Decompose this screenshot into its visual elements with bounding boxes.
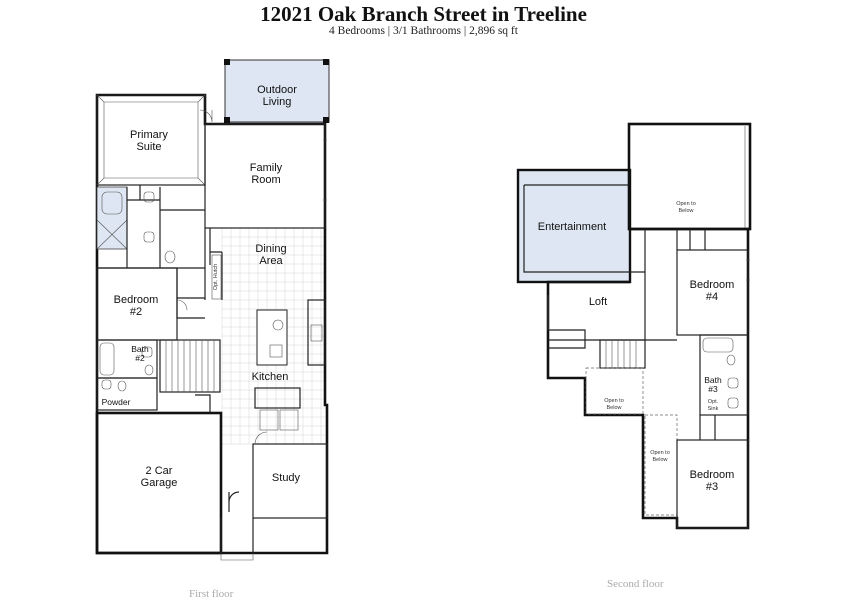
bath-3-label: Bath#3 <box>704 375 722 394</box>
primary-vanity-sink <box>143 191 155 203</box>
second-floor-caption: Second floor <box>607 578 664 590</box>
primary-vanity-sink <box>143 231 155 243</box>
open-to-below-stair-void[interactable] <box>585 367 644 415</box>
second-floor-stairs[interactable] <box>599 339 646 369</box>
bedroom-2-closet <box>176 268 205 319</box>
family-room-window <box>323 139 327 201</box>
first-floor-exterior-wall <box>95 93 329 555</box>
primary-bath-tile <box>96 186 128 250</box>
study-room[interactable] <box>252 443 328 519</box>
bedroom-2-label: Bedroom#2 <box>114 294 159 318</box>
bedroom-4-label: Bedroom#4 <box>690 279 735 303</box>
garage-room[interactable] <box>95 411 223 555</box>
powder-room[interactable] <box>96 377 158 411</box>
primary-suite-tray-ceiling <box>96 94 206 186</box>
bath-3-toilet <box>726 354 736 366</box>
kitchen-label: Kitchen <box>252 371 289 383</box>
island-dishwasher <box>269 344 283 358</box>
island-sink <box>272 319 284 331</box>
opt-hutch-outline <box>211 254 222 300</box>
cooktop <box>310 324 323 342</box>
bath-3-sink <box>727 377 739 389</box>
bath-3-room[interactable] <box>699 334 749 416</box>
door-swing[interactable] <box>176 299 188 311</box>
bedroom-3-closet <box>699 415 716 440</box>
shower-cross <box>96 219 128 250</box>
bath-3-tub <box>702 337 734 353</box>
page-title: 12021 Oak Branch Street in Treeline <box>260 2 587 26</box>
front-entry <box>220 491 254 553</box>
loft-label: Loft <box>589 296 607 308</box>
kitchen-counter <box>307 299 326 366</box>
bath-2-toilet <box>144 364 154 376</box>
outdoor-post <box>224 59 230 65</box>
front-porch <box>220 553 254 561</box>
powder-sink <box>101 379 112 390</box>
bath-2-sink <box>141 346 153 358</box>
open-to-below-side-void[interactable] <box>644 414 678 516</box>
study-label: Study <box>272 472 301 484</box>
outdoor-living-area[interactable] <box>224 59 330 123</box>
powder-toilet <box>117 380 127 392</box>
page-subtitle: 4 Bedrooms | 3/1 Bathrooms | 2,896 sq ft <box>329 25 518 37</box>
bedroom-4-closet <box>676 229 706 250</box>
first-floor-stairs[interactable] <box>159 339 221 393</box>
bath-2-tub <box>99 342 115 376</box>
outdoor-post <box>323 117 329 123</box>
bedroom-4-window <box>746 259 750 281</box>
opt-hutch-label: Opt. Hutch <box>213 264 219 290</box>
opt-sink <box>727 397 739 409</box>
refrigerator <box>279 409 299 431</box>
primary-tub <box>101 191 123 215</box>
garage-entry <box>195 394 211 413</box>
bedroom-3-room[interactable] <box>676 439 749 529</box>
powder-label: Powder <box>102 397 131 407</box>
entertainment-room[interactable] <box>516 168 632 284</box>
bedroom-3-label: Bedroom#3 <box>690 469 735 493</box>
first-floor-caption: First floor <box>189 588 234 600</box>
dining-kitchen-walls <box>204 228 223 300</box>
primary-toilet <box>164 250 176 264</box>
kitchen-pantry[interactable] <box>254 387 301 409</box>
entertainment-label: Entertainment <box>538 221 606 233</box>
outdoor-post <box>323 59 329 65</box>
bath-2-label: Bath#2 <box>131 344 149 363</box>
second-floor-linen <box>548 329 586 349</box>
door-swing[interactable] <box>199 109 213 123</box>
entertainment-inner-outline <box>523 184 645 273</box>
opt-sink-label: Opt.Sink <box>708 399 719 412</box>
refrigerator <box>259 409 279 431</box>
door-swing[interactable] <box>254 431 268 445</box>
outdoor-post <box>224 117 230 123</box>
family-room[interactable] <box>204 123 326 229</box>
